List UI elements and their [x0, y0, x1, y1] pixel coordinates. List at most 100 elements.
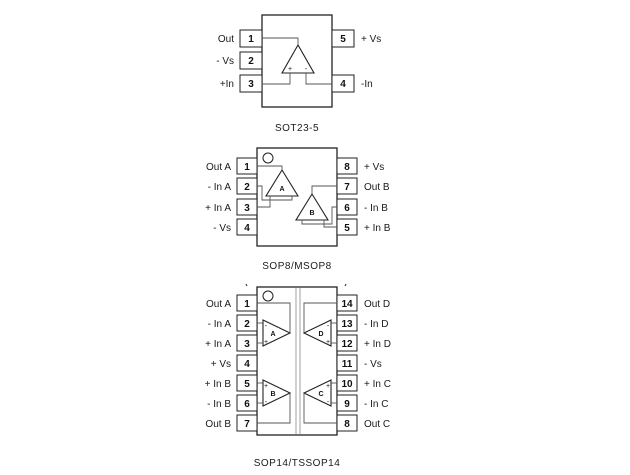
- pin-number: 1: [244, 299, 250, 310]
- pin-number: 4: [340, 79, 346, 90]
- pin1-marker: [262, 152, 274, 164]
- wire-plus-in: [262, 73, 291, 85]
- pin-10: 10 + In C: [336, 374, 391, 392]
- wire-b-out: [311, 185, 337, 194]
- pin-number: 2: [244, 182, 250, 193]
- pin-number: 6: [244, 399, 250, 410]
- plus-sign: +: [264, 383, 268, 390]
- plus-sign: +: [326, 383, 330, 390]
- pin-2: 2 - In A: [208, 177, 258, 195]
- pin-5: 5 + In B: [205, 374, 258, 392]
- minus-sign: -: [305, 66, 308, 73]
- pin-5: 5 + Vs: [331, 29, 381, 48]
- pin-label: Out D: [364, 299, 390, 310]
- pin-number: 6: [344, 203, 350, 214]
- minus-sign: -: [265, 323, 268, 330]
- pin-label: - Vs: [213, 223, 231, 234]
- tick-mark-left: [245, 283, 248, 287]
- pin-number: 1: [244, 162, 250, 173]
- pin-label: Out A: [206, 299, 231, 310]
- pin-number: 10: [341, 379, 353, 390]
- plus-sign: +: [288, 66, 292, 73]
- pin-label: - In A: [208, 182, 232, 193]
- opamp-b-triangle: [295, 192, 329, 221]
- package-sop14: 1 Out A 2 - In A 3 + In A 4 + Vs 5 + In …: [205, 283, 391, 469]
- pin-number: 1: [248, 34, 254, 45]
- pin-label: - In C: [364, 399, 388, 410]
- pin-label: + In C: [364, 379, 391, 390]
- pin-7: 7 Out B: [205, 414, 258, 432]
- wire-b-out: [257, 393, 291, 424]
- pin-label: -In: [361, 79, 373, 90]
- pin-label: + In B: [364, 223, 391, 234]
- wire-d-out: [303, 302, 337, 333]
- opamp-triangle: [281, 43, 315, 74]
- minus-sign: -: [265, 399, 268, 406]
- pin1-marker: [262, 290, 274, 302]
- opamp-b-triangle: [262, 379, 292, 407]
- opamp-a-label: A: [270, 331, 275, 338]
- opamp-d-label: D: [318, 331, 323, 338]
- opamp-a-label: A: [279, 186, 284, 193]
- pin-number: 9: [344, 399, 350, 410]
- opamp-b-label: B: [270, 391, 275, 398]
- package-sot23-5: 1 Out 2 - Vs 3 +In 5 + Vs 4 -In + -: [216, 14, 381, 134]
- pin-number: 8: [344, 419, 350, 430]
- wire-a-out: [257, 302, 291, 333]
- wire-b-minus: [301, 206, 337, 225]
- pin-14: 14 Out D: [336, 294, 390, 312]
- pin-13: 13 - In D: [336, 314, 388, 332]
- pin-4: 4 -In: [331, 74, 373, 93]
- pin-label: - In A: [208, 319, 232, 330]
- pin-number: 11: [342, 359, 353, 370]
- wire-out: [262, 37, 299, 45]
- pin-number: 4: [244, 223, 250, 234]
- pin-label: + In A: [205, 203, 231, 214]
- pin-1: 1 Out: [218, 29, 263, 48]
- pin-3: 3 + In A: [205, 198, 258, 216]
- pin-5: 5 + In B: [336, 218, 391, 236]
- pin-label: + Vs: [364, 162, 384, 173]
- pin-number: 8: [344, 162, 350, 173]
- pin-label: - Vs: [216, 56, 234, 67]
- package-name: SOP14/TSSOP14: [254, 458, 341, 469]
- chip-body: [256, 286, 338, 436]
- minus-sign: -: [327, 323, 330, 330]
- wire-minus-in: [305, 73, 332, 85]
- pin-label: Out B: [205, 419, 231, 430]
- pin-label: Out B: [364, 182, 390, 193]
- package-name: SOP8/MSOP8: [262, 261, 331, 272]
- pin-label: +In: [220, 79, 234, 90]
- wire-a-minus: [257, 185, 293, 201]
- pin-4: 4 - Vs: [213, 218, 258, 236]
- pin-label: - In B: [364, 203, 388, 214]
- pin-label: Out A: [206, 162, 231, 173]
- pin-1: 1 Out A: [206, 157, 258, 175]
- pin-label: - Vs: [364, 359, 382, 370]
- minus-sign: -: [327, 399, 330, 406]
- pin-7: 7 Out B: [336, 177, 390, 195]
- pin-8: 8 + Vs: [336, 157, 384, 175]
- wire-b-plus: [323, 220, 337, 228]
- pin-number: 3: [244, 339, 250, 350]
- pin-12: 12 + In D: [336, 334, 391, 352]
- tick-mark-right: [344, 283, 347, 287]
- package-name: SOT23-5: [275, 123, 319, 134]
- pin-number: 4: [244, 359, 250, 370]
- pin-11: 11 - Vs: [336, 354, 382, 372]
- pin-6: 6 - In B: [207, 394, 258, 412]
- pin-3: 3 +In: [220, 74, 263, 93]
- pin-number: 13: [341, 319, 353, 330]
- plus-sign: +: [264, 339, 268, 346]
- pin-label: - In D: [364, 319, 388, 330]
- pin-number: 3: [244, 203, 250, 214]
- opamp-c-triangle: [302, 379, 332, 407]
- pin-number: 2: [248, 56, 254, 67]
- wire-a-out: [257, 165, 283, 170]
- pin-number: 14: [341, 299, 353, 310]
- pin-number: 5: [340, 34, 346, 45]
- opamp-a-triangle: [265, 168, 299, 197]
- pin-number: 7: [244, 419, 250, 430]
- pin-number: 7: [344, 182, 350, 193]
